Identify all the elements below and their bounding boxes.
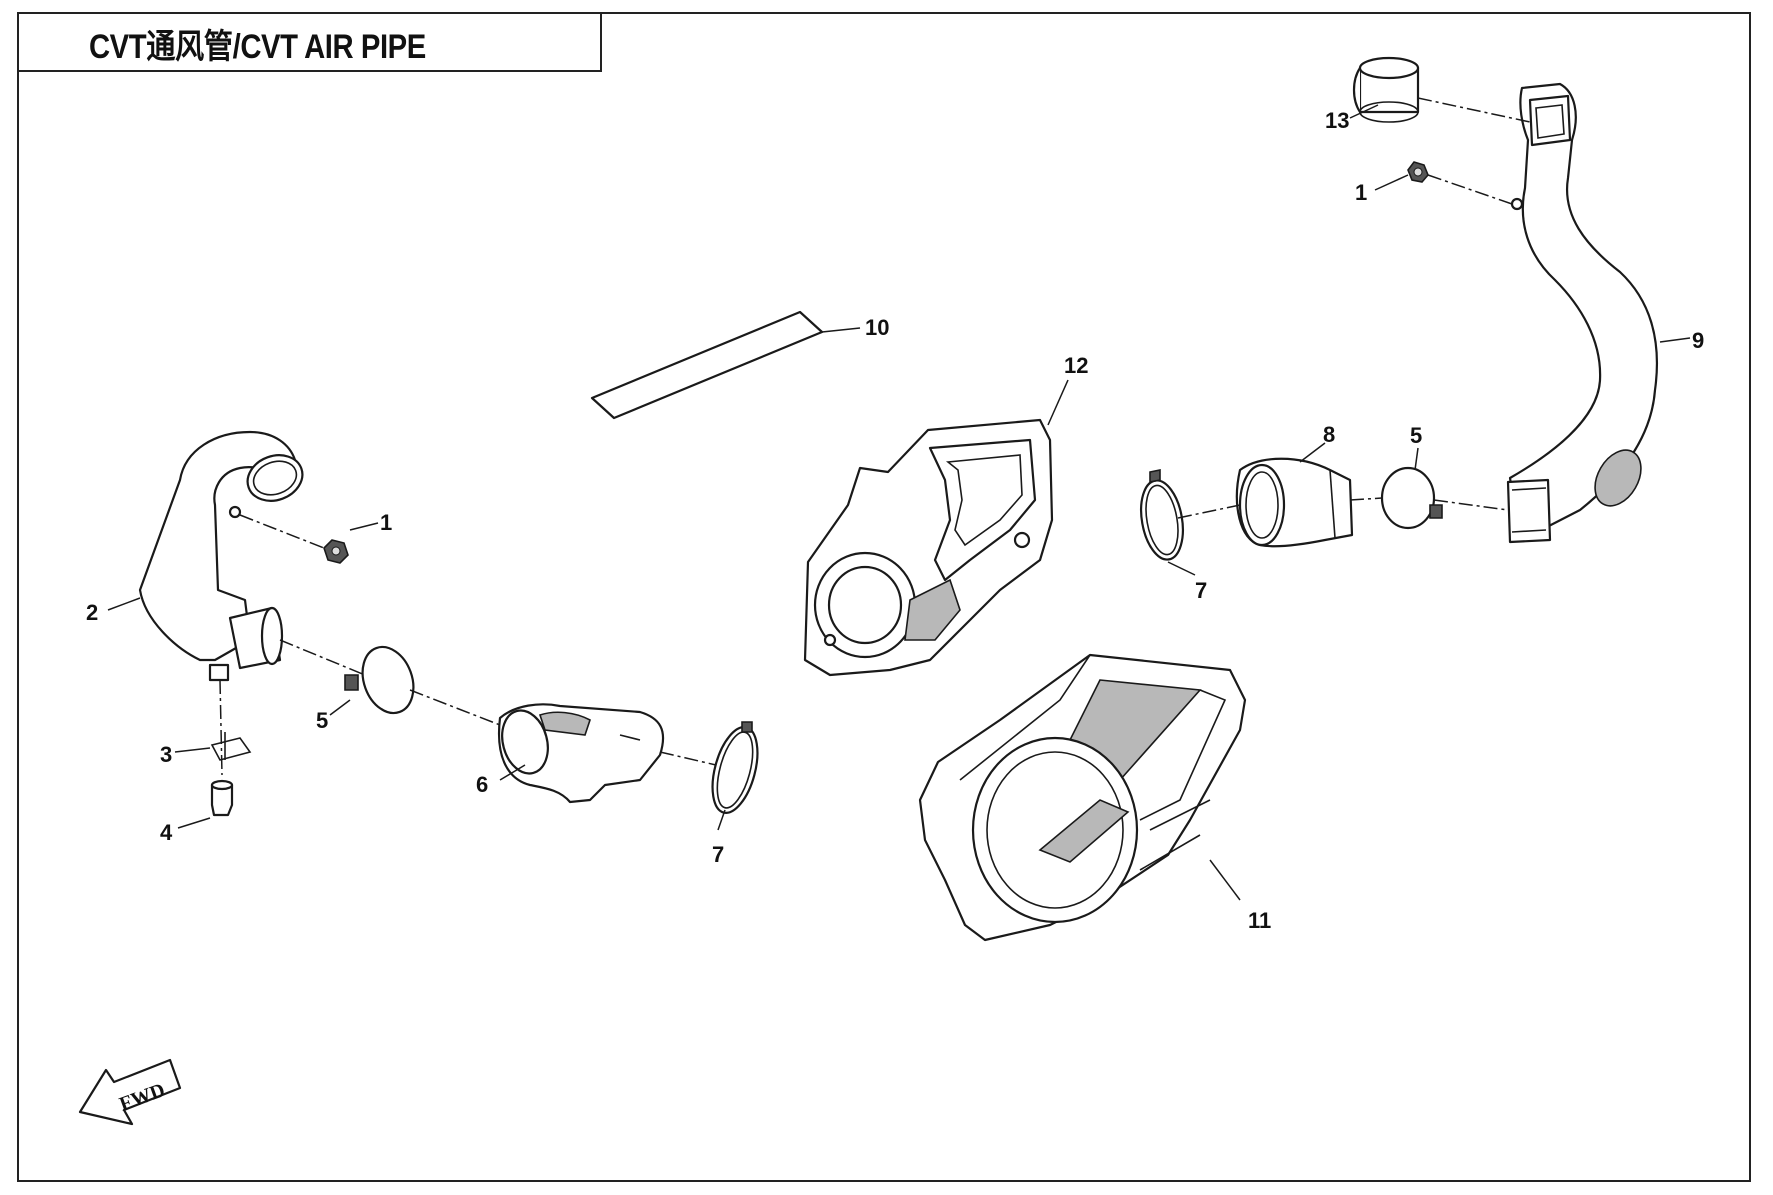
callout-9: 9 [1692, 328, 1704, 353]
drawing-frame [17, 12, 1751, 1182]
callout-13: 13 [1325, 108, 1349, 133]
part-11-cvt-cover [918, 653, 1247, 942]
callout-2: 2 [86, 600, 98, 625]
part-4-drain-cap [210, 779, 234, 817]
callout-5-right: 5 [1410, 423, 1422, 448]
callout-7-right: 7 [1195, 578, 1207, 603]
callout-4: 4 [160, 820, 173, 845]
callout-1-left: 1 [380, 510, 392, 535]
part-5-clamp-left [344, 645, 415, 715]
fwd-arrow: FWD [78, 1058, 182, 1126]
callout-7-left: 7 [712, 842, 724, 867]
part-1-nut-left [323, 539, 349, 564]
callout-1-top: 1 [1355, 180, 1367, 205]
assembly-centerlines [219, 97, 1531, 776]
callout-10: 10 [865, 315, 889, 340]
part-1-nut-top [1407, 161, 1429, 183]
callout-6: 6 [476, 772, 488, 797]
leader-lines [107, 104, 1691, 901]
part-3-clip [210, 732, 252, 761]
part-5-clamp-right [1380, 466, 1443, 530]
part-7-clamp-right [1140, 469, 1184, 561]
title-box: CVT通风管/CVT AIR PIPE [17, 12, 602, 72]
part-13-cap [1352, 56, 1420, 123]
callout-12: 12 [1064, 353, 1088, 378]
part-7-clamp-left [711, 721, 759, 814]
part-12-inner-plate [803, 418, 1054, 677]
part-8-boot [1235, 457, 1354, 548]
callout-labels: 13 1 9 10 12 8 5 7 1 2 5 3 6 7 4 11 [86, 108, 1704, 933]
callout-11: 11 [1248, 908, 1271, 933]
callout-8: 8 [1323, 422, 1335, 447]
part-2-outlet-pipe [138, 430, 304, 682]
callout-5-left: 5 [316, 708, 328, 733]
part-6-boot-left [497, 703, 665, 804]
part-9-inlet-pipe [1506, 82, 1659, 544]
part-10-label-strip [590, 310, 824, 420]
callout-3: 3 [160, 742, 172, 767]
page-title: CVT通风管/CVT AIR PIPE [89, 28, 426, 66]
